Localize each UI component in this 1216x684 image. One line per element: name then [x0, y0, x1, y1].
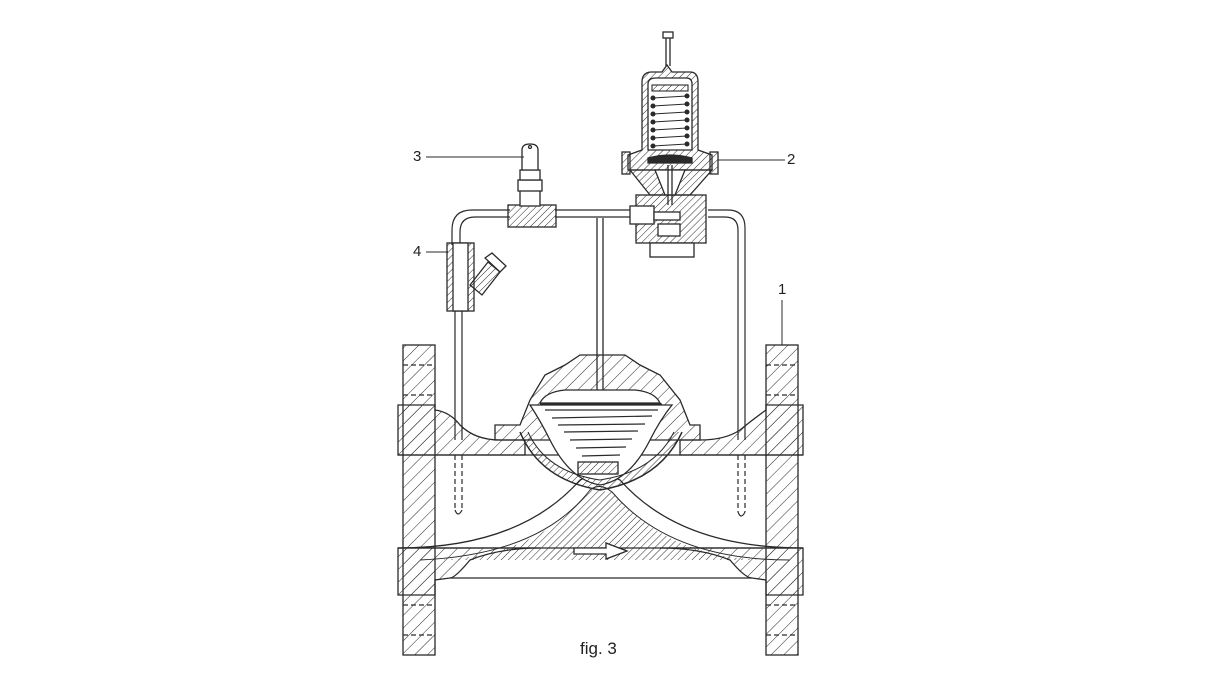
pilot-regulator	[621, 31, 719, 258]
leader-lines	[426, 156, 785, 345]
figure-caption: fig. 3	[580, 639, 617, 658]
callout-1: 1	[778, 281, 787, 298]
callout-4: 4	[413, 243, 422, 260]
flow-arrow-icon	[573, 542, 629, 560]
main-valve-body	[397, 218, 804, 656]
callout-2: 2	[787, 151, 796, 168]
pilot-tubing	[451, 209, 746, 517]
main-valve-spring	[540, 403, 662, 457]
y-strainer	[446, 242, 507, 312]
callout-3: 3	[413, 148, 422, 165]
needle-valve	[507, 143, 557, 228]
pilot-spring	[650, 84, 690, 149]
